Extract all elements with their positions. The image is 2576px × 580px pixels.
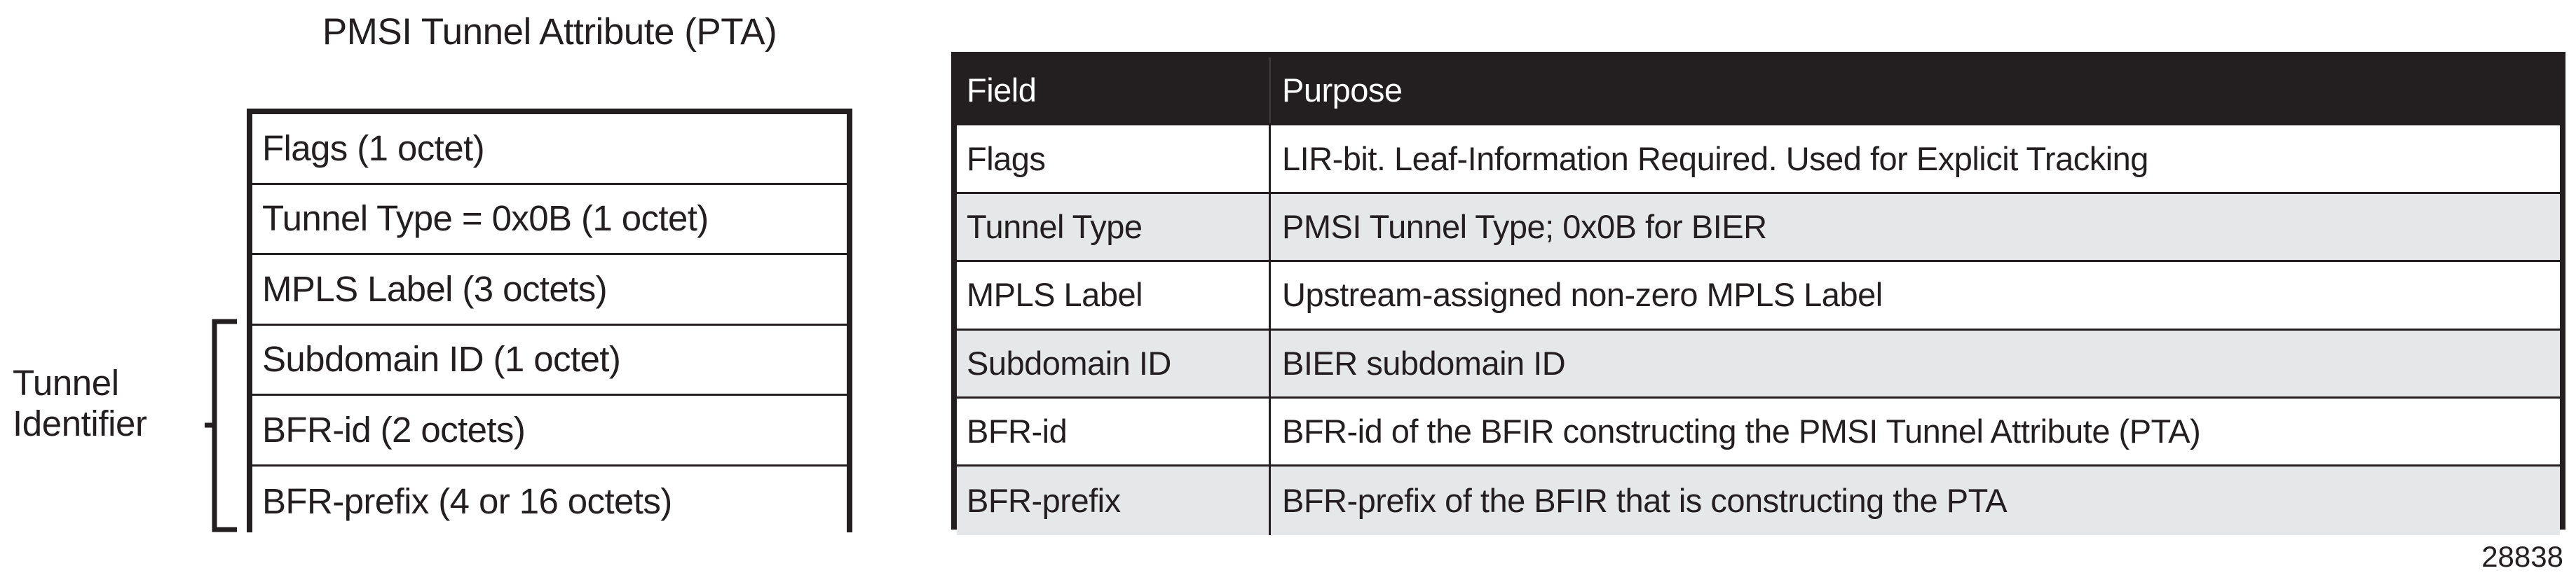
- table-row: Subdomain ID BIER subdomain ID: [957, 330, 2560, 399]
- cell-field: Tunnel Type: [957, 193, 1271, 261]
- pta-structure-diagram: PMSI Tunnel Attribute (PTA) Flags (1 oct…: [0, 0, 883, 580]
- pta-field-label: Flags (1 octet): [262, 127, 485, 168]
- field-purpose-table: Field Purpose Flags LIR-bit. Leaf-Inform…: [951, 52, 2565, 535]
- pta-field-row: Flags (1 octet): [252, 114, 847, 185]
- tunnel-identifier-label: Tunnel Identifier: [13, 363, 196, 444]
- cell-purpose: BFR-prefix of the BFIR that is construct…: [1282, 482, 2008, 520]
- table-row: Tunnel Type PMSI Tunnel Type; 0x0B for B…: [957, 193, 2560, 263]
- pta-field-row: BFR-id (2 octets): [252, 396, 847, 467]
- pta-field-label: MPLS Label (3 octets): [262, 268, 608, 309]
- cell-purpose: Upstream-assigned non-zero MPLS Label: [1282, 276, 1883, 314]
- pta-field-label: Subdomain ID (1 octet): [262, 339, 621, 380]
- table-row: BFR-id BFR-id of the BFIR constructing t…: [957, 398, 2560, 467]
- pta-field-label: BFR-id (2 octets): [262, 409, 526, 450]
- pta-field-row: Subdomain ID (1 octet): [252, 325, 847, 396]
- table-header-row: Field Purpose: [957, 57, 2560, 126]
- cell-field: MPLS Label: [957, 262, 1271, 329]
- figure-number: 28838: [2481, 540, 2563, 573]
- cell-field: BFR-id: [957, 398, 1271, 465]
- pta-field-row: BFR-prefix (4 or 16 octets): [252, 466, 847, 537]
- tunnel-identifier-group: Tunnel Identifier: [0, 308, 247, 539]
- cell-field: Subdomain ID: [957, 330, 1271, 396]
- table-row: Flags LIR-bit. Leaf-Information Required…: [957, 125, 2560, 194]
- cell-purpose: BIER subdomain ID: [1282, 344, 1566, 382]
- pta-field-label: BFR-prefix (4 or 16 octets): [262, 481, 672, 521]
- pta-field-row: Tunnel Type = 0x0B (1 octet): [252, 184, 847, 255]
- column-header-field: Field: [957, 57, 1271, 124]
- cell-purpose: BFR-id of the BFIR constructing the PMSI…: [1282, 413, 2201, 450]
- table-row: BFR-prefix BFR-prefix of the BFIR that i…: [957, 467, 2560, 535]
- pta-field-label: Tunnel Type = 0x0B (1 octet): [262, 198, 709, 239]
- cell-purpose: LIR-bit. Leaf-Information Required. Used…: [1282, 139, 2148, 177]
- table-row: MPLS Label Upstream-assigned non-zero MP…: [957, 262, 2560, 331]
- pta-field-stack: Flags (1 octet) Tunnel Type = 0x0B (1 oc…: [247, 109, 852, 537]
- pta-diagram-title: PMSI Tunnel Attribute (PTA): [322, 11, 777, 53]
- pta-field-row: MPLS Label (3 octets): [252, 255, 847, 326]
- left-curly-brace-icon: [205, 319, 237, 532]
- column-header-purpose: Purpose: [1282, 71, 1403, 109]
- tunnel-identifier-label-line2: Identifier: [13, 403, 147, 443]
- tunnel-identifier-label-line1: Tunnel: [13, 363, 119, 403]
- cell-purpose: PMSI Tunnel Type; 0x0B for BIER: [1282, 207, 1767, 245]
- cell-field: Flags: [957, 125, 1271, 192]
- cell-field: BFR-prefix: [957, 467, 1271, 535]
